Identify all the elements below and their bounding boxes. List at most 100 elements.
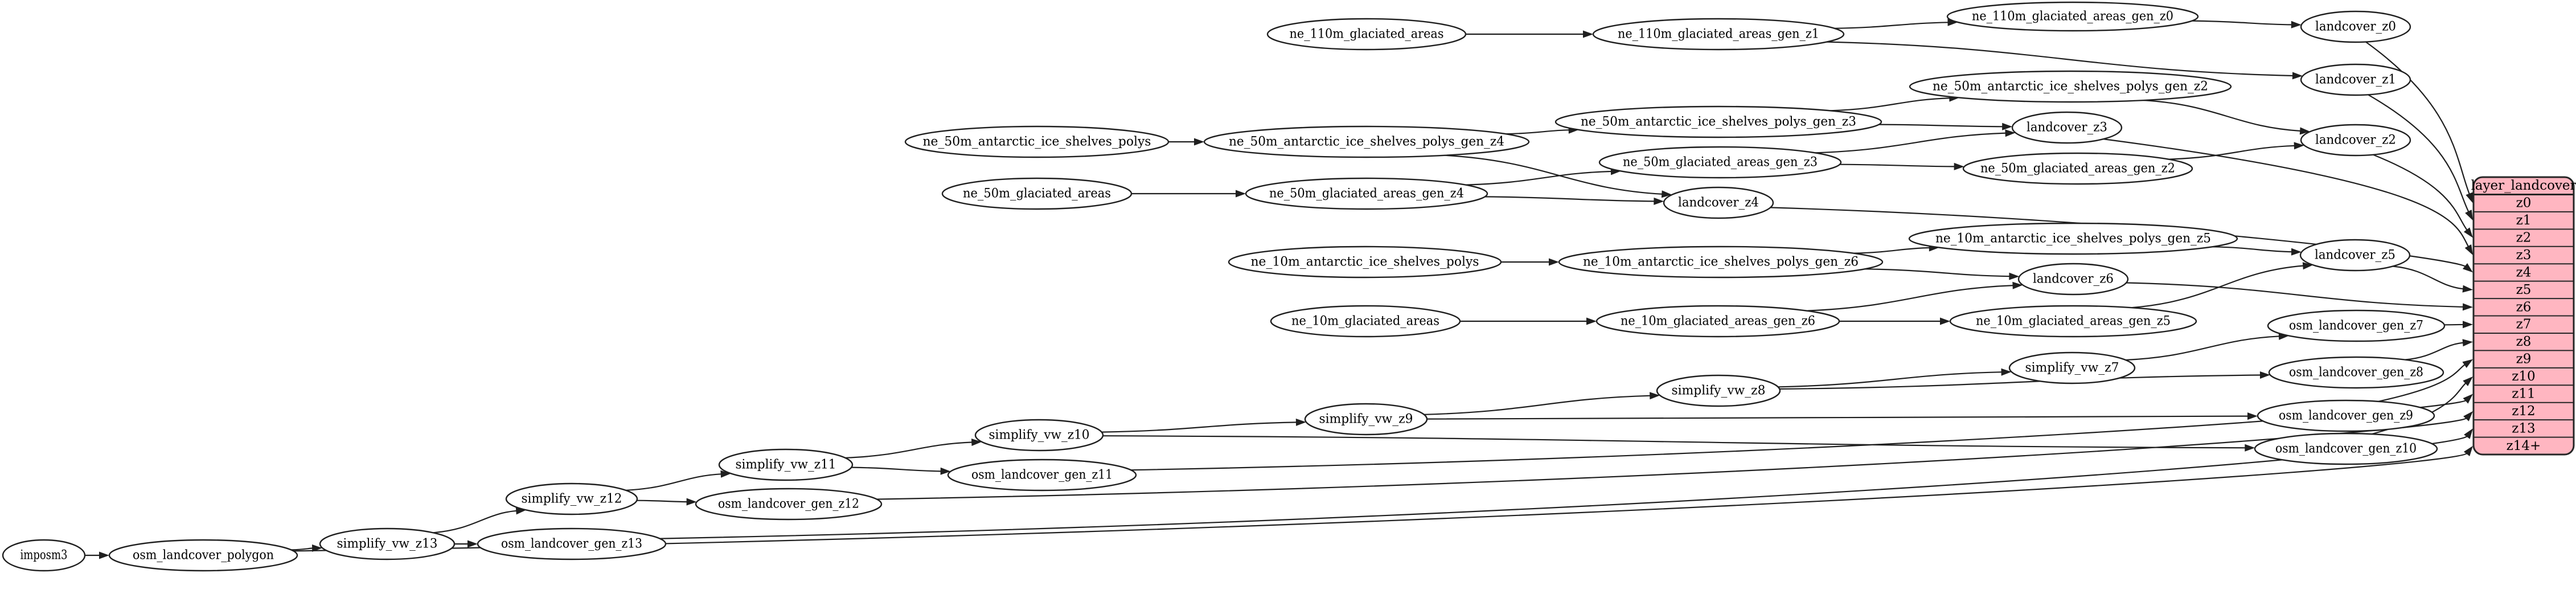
arrowhead-icon (2294, 142, 2304, 150)
node-label: ne_110m_glaciated_areas_gen_z1 (1618, 27, 1819, 42)
arrowhead-icon (720, 470, 731, 478)
edge-landcover_z5-to-row-z5 (2393, 265, 2473, 293)
node-ellipse (1656, 374, 1781, 407)
arrowhead-icon (2463, 321, 2473, 329)
node-ellipse (1558, 245, 1884, 279)
node-label: imposm3 (20, 548, 68, 563)
arrowhead-icon (971, 439, 982, 446)
table-row-z7: z7 (2516, 317, 2532, 332)
node-osm_landcover_gen_z12: osm_landcover_gen_z12 (695, 488, 883, 521)
node-label: osm_landcover_gen_z7 (2289, 319, 2423, 333)
node-ellipse (1228, 245, 1502, 279)
edge-line (1834, 22, 1949, 29)
arrowhead-icon (1954, 162, 1964, 170)
edge-osm_landcover_gen_z13-to-row-z13 (659, 428, 2473, 539)
edge-line (1815, 132, 2007, 154)
node-label: osm_landcover_gen_z12 (718, 497, 859, 511)
node-simplify_vw_z13: simplify_vw_z13 (319, 527, 456, 560)
edge-line (1779, 374, 2262, 390)
edge-osm_landcover_polygon-to-row-z14+ (293, 445, 2473, 552)
arrowhead-icon (2462, 285, 2473, 293)
node-ellipse (2300, 63, 2411, 96)
node-simplify_vw_z11: simplify_vw_z11 (718, 448, 854, 481)
node-osm_landcover_gen_z7: osm_landcover_gen_z7 (2267, 309, 2446, 342)
node-ne_50m_antarctic_ice_shelves_polys_gen_z4: ne_50m_antarctic_ice_shelves_polys_gen_z… (1203, 125, 1530, 158)
node-label: ne_50m_antarctic_ice_shelves_polys (923, 135, 1151, 149)
node-label: ne_50m_antarctic_ice_shelves_polys_gen_z… (1933, 80, 2208, 94)
table-layer: layer_landcoverz0z1z2z3z4z5z6z7z8z9z10z1… (2471, 176, 2576, 456)
arrowhead-icon (2466, 192, 2473, 203)
edge-line (2405, 342, 2464, 361)
arrowhead-icon (2463, 227, 2473, 238)
edge-ne_10m_antarctic_ice_shelves_polys_gen_z5-to-landcover_z5 (2212, 246, 2302, 256)
arrowhead-icon (1661, 190, 1672, 198)
node-ellipse (718, 448, 854, 481)
arrowhead-icon (2299, 127, 2311, 135)
node-ellipse (2011, 111, 2123, 144)
edge-ne_50m_antarctic_ice_shelves_polys-to-ne_50m_antarctic_ice_shelves_polys_gen_z4 (1168, 138, 1204, 146)
node-landcover_z3: landcover_z3 (2011, 111, 2123, 144)
node-osm_landcover_gen_z11: osm_landcover_gen_z11 (947, 459, 1137, 492)
edge-line (1878, 124, 2004, 128)
edge-ne_50m_antarctic_ice_shelves_polys_gen_z3-to-ne_50m_antarctic_ice_shelves_polys_gen_z2 (1830, 94, 1960, 112)
node-label: ne_10m_antarctic_ice_shelves_polys_gen_z… (1935, 232, 2211, 246)
node-label: osm_landcover_gen_z11 (971, 468, 1113, 482)
node-ellipse (941, 177, 1133, 210)
node-ellipse (974, 419, 1104, 452)
node-ellipse (1266, 18, 1467, 51)
edge-line (2192, 20, 2292, 26)
arrowhead-icon (2291, 21, 2302, 28)
edge-simplify_vw_z10-to-simplify_vw_z9 (1101, 418, 1306, 433)
edge-line (2131, 265, 2304, 309)
arrowhead-icon (2247, 412, 2258, 420)
edge-line (2368, 94, 2470, 213)
node-label: ne_10m_glaciated_areas_gen_z5 (1976, 314, 2171, 329)
edge-simplify_vw_z11-to-osm_landcover_gen_z11 (851, 466, 951, 475)
edge-simplify_vw_z12-to-simplify_vw_z11 (626, 470, 731, 491)
node-ne_110m_glaciated_areas_gen_z1: ne_110m_glaciated_areas_gen_z1 (1592, 18, 1845, 51)
table-row-z1: z1 (2516, 213, 2532, 228)
node-ellipse (1554, 105, 1882, 138)
node-osm_landcover_gen_z10: osm_landcover_gen_z10 (2254, 432, 2438, 465)
node-simplify_vw_z12: simplify_vw_z12 (505, 482, 638, 515)
edge-osm_landcover_gen_z12-to-row-z12 (876, 411, 2473, 500)
edge-ne_110m_glaciated_areas-to-ne_110m_glaciated_areas_gen_z1 (1466, 30, 1593, 38)
node-ellipse (505, 482, 638, 515)
edge-line (291, 547, 314, 551)
node-ellipse (695, 488, 883, 521)
node-label: simplify_vw_z7 (2025, 361, 2119, 375)
table-row-z14+: z14+ (2507, 439, 2541, 453)
node-ellipse (2017, 263, 2129, 296)
edge-osm_landcover_gen_z11-to-row-z11 (1130, 394, 2473, 471)
arrowhead-icon (2462, 263, 2473, 273)
node-osm_landcover_gen_z9: osm_landcover_gen_z9 (2257, 399, 2435, 432)
arrowhead-icon (2002, 122, 2013, 130)
arrowhead-icon (940, 467, 951, 475)
edge-landcover_z2-to-row-z2 (2373, 154, 2473, 238)
table-row-z13: z13 (2512, 421, 2535, 436)
edge-ne_10m_antarctic_ice_shelves_polys_gen_z6-to-landcover_z6 (1864, 268, 2020, 280)
node-label: simplify_vw_z9 (1319, 412, 1413, 427)
edge-ne_50m_glaciated_areas_gen_z3-to-ne_50m_glaciated_areas_gen_z2 (1839, 162, 1964, 170)
arrowhead-icon (2465, 210, 2473, 221)
edge-line (1484, 196, 1655, 202)
edge-line (1101, 421, 1297, 433)
edge-osm_landcover_gen_z7-to-row-z7 (2444, 321, 2473, 329)
arrowhead-icon (2292, 72, 2303, 80)
node-ellipse (2254, 432, 2438, 465)
arrowhead-icon (686, 498, 697, 506)
edge-ne_10m_glaciated_areas_gen_z6-to-landcover_z6 (1806, 281, 2023, 312)
edge-ne_10m_glaciated_areas_gen_z5-to-landcover_z5 (2131, 262, 2314, 309)
edge-line (876, 417, 2467, 500)
node-ne_50m_antarctic_ice_shelves_polys_gen_z2: ne_50m_antarctic_ice_shelves_polys_gen_z… (1909, 70, 2232, 103)
edge-ne_110m_glaciated_areas_gen_z1-to-landcover_z1 (1827, 41, 2303, 80)
node-ne_10m_glaciated_areas_gen_z5: ne_10m_glaciated_areas_gen_z5 (1949, 305, 2197, 338)
node-ne_50m_glaciated_areas_gen_z2: ne_50m_glaciated_areas_gen_z2 (1962, 152, 2193, 185)
edge-simplify_vw_z10-to-osm_landcover_gen_z10 (1102, 435, 2255, 452)
edge-line (637, 500, 688, 503)
node-label: landcover_z6 (2033, 272, 2114, 286)
arrowhead-icon (99, 551, 109, 559)
edge-simplify_vw_z11-to-simplify_vw_z10 (845, 439, 982, 459)
edge-osm_landcover_polygon-to-simplify_vw_z13 (291, 544, 323, 552)
node-ellipse (108, 539, 298, 572)
